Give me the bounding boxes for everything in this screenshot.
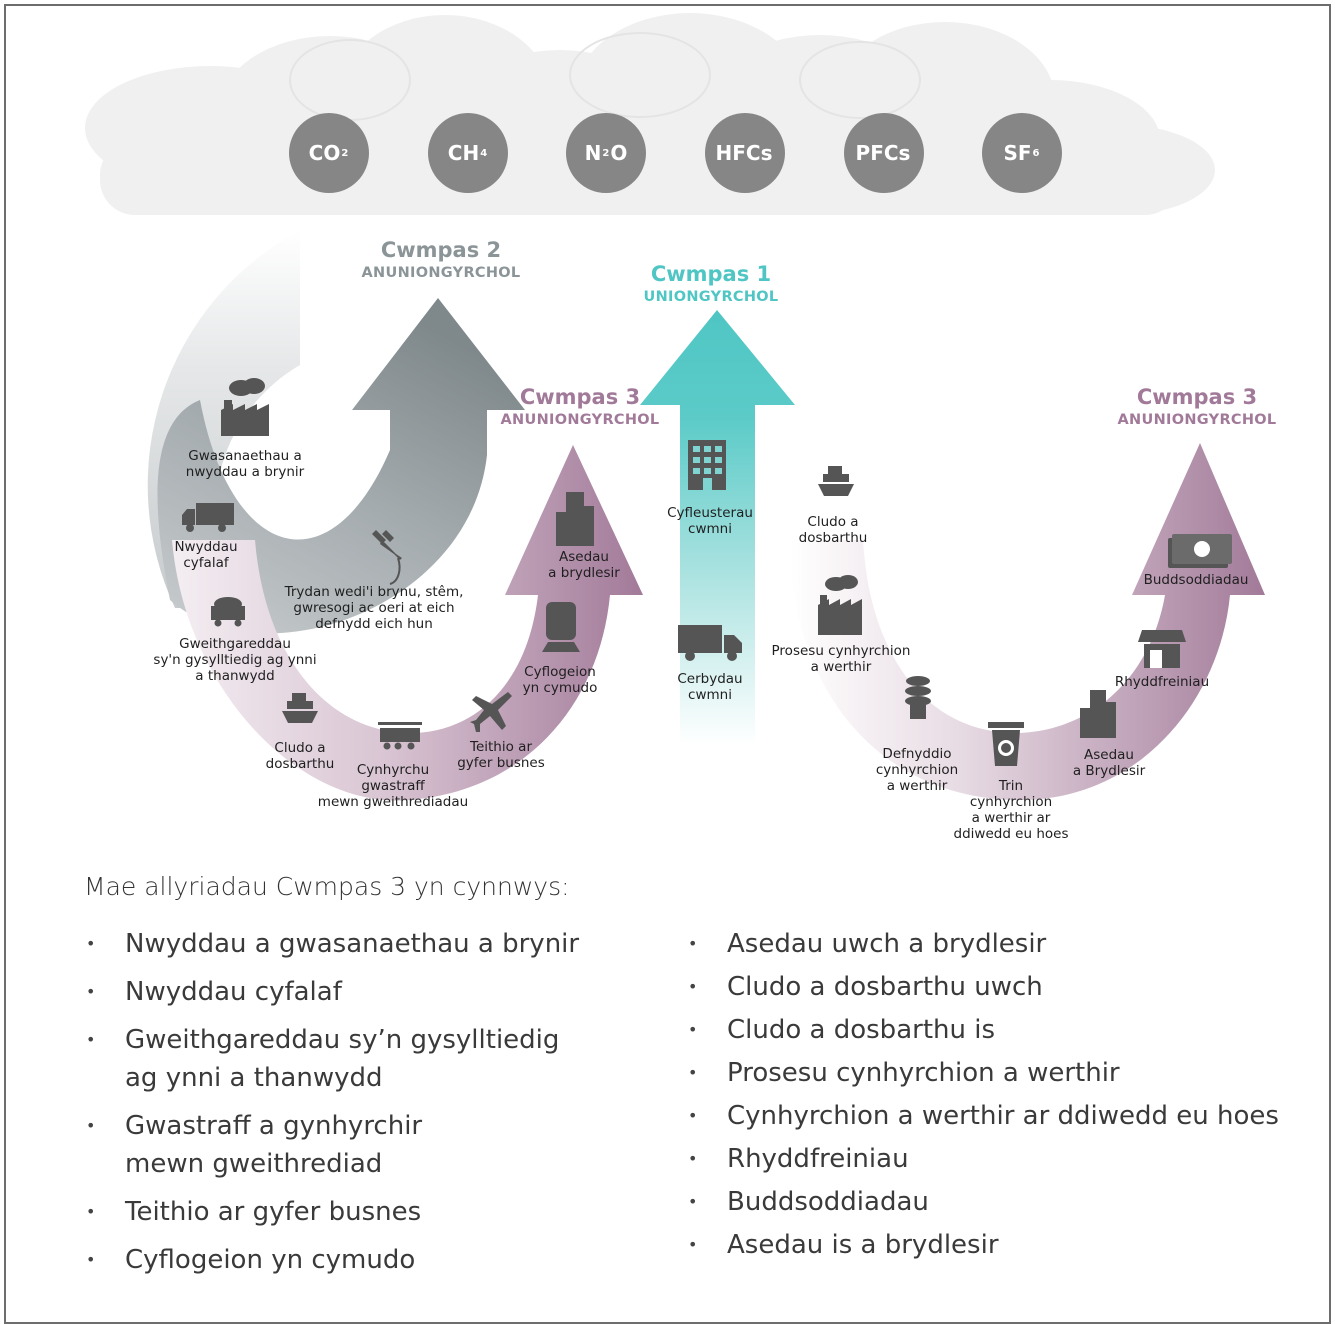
- building-icon-right: [1080, 690, 1116, 738]
- plane-icon: [470, 692, 512, 732]
- scope1-name: Cwmpas 1: [650, 262, 772, 286]
- recycle-bin-icon: [988, 722, 1024, 766]
- list-item-text: Asedau is a brydlesir: [727, 1230, 999, 1260]
- company-truck-icon: [678, 625, 742, 661]
- label-end-of-life: Trin cynhyrchion a werthir ar ddiwedd eu…: [953, 778, 1069, 842]
- list-item: Cyflogeion yn cymudo: [84, 1241, 604, 1279]
- list-item-text: Nwyddau cyfalaf: [125, 977, 342, 1007]
- scope2-title: Cwmpas 2 ANUNIONGYRCHOL: [362, 240, 521, 281]
- label-company-facilities: Cyfleusterau cwmni: [667, 505, 753, 537]
- list-item-text: Cludo a dosbarthu is: [727, 1015, 995, 1045]
- list-item-text: Rhyddfreiniau: [727, 1144, 909, 1174]
- scope3-right-arrow: [790, 443, 1265, 800]
- label-use-of-products: Defnyddio cynhyrchion a werthir: [875, 746, 959, 794]
- label-purchased-goods: Gwasanaethau a nwyddau a brynir: [185, 448, 305, 480]
- lightbulb-icon: [905, 676, 931, 719]
- list-item-text: Cyflogeion yn cymudo: [125, 1245, 416, 1275]
- shop-icon: [1138, 630, 1186, 668]
- scope3-list-right: Asedau uwch a brydlesirCludo a dosbarthu…: [686, 925, 1306, 1269]
- label-electricity: Trydan wedi'i brynu, stêm, gwresogi ac o…: [284, 584, 464, 632]
- scope1-arrow: [640, 310, 795, 745]
- coal-cart-icon: [211, 597, 245, 627]
- label-business-travel: Teithio ar gyfer busnes: [457, 739, 545, 771]
- scope2-sub: ANUNIONGYRCHOL: [361, 265, 521, 281]
- building-icon: [556, 492, 594, 546]
- label-upstream-leased: Asedau a brydlesir: [548, 549, 620, 581]
- gas-hfcs: HFCs: [705, 113, 785, 193]
- office-building-icon: [688, 440, 726, 490]
- label-commuting: Cyflogeion yn cymudo: [522, 664, 598, 696]
- list-item: Nwyddau a gwasanaethau a brynir: [84, 925, 604, 963]
- label-capital-goods: Nwyddau cyfalaf: [174, 539, 238, 571]
- truck-icon: [182, 503, 234, 532]
- list-item-text: Nwyddau a gwasanaethau a brynir: [125, 929, 580, 959]
- label-franchises: Rhyddfreiniau: [1114, 674, 1210, 690]
- list-item: Cludo a dosbarthu is: [686, 1011, 1306, 1049]
- scope3-right-sub: ANUNIONGYRCHOL: [1117, 412, 1277, 428]
- list-title: Mae allyriadau Cwmpas 3 yn cynnwys:: [84, 872, 570, 901]
- label-fuel-energy: Gweithgareddau sy'n gysylltiedig ag ynni…: [153, 636, 317, 684]
- scope1-title: Cwmpas 1 UNIONGYRCHOL: [644, 264, 779, 305]
- scope3-left-title: Cwmpas 3 ANUNIONGYRCHOL: [501, 387, 660, 428]
- list-item: Gweithgareddau sy’n gysylltiedig ag ynni…: [84, 1021, 604, 1097]
- factory-icon: [221, 378, 269, 436]
- list-item: Prosesu cynhyrchion a werthir: [686, 1054, 1306, 1092]
- label-company-vehicles: Cerbydau cwmni: [677, 671, 743, 703]
- scope3-left-sub: ANUNIONGYRCHOL: [500, 412, 660, 428]
- list-item-text: Asedau uwch a brydlesir: [727, 929, 1047, 959]
- label-investments: Buddsoddiadau: [1143, 572, 1249, 588]
- list-item-text: Cludo a dosbarthu uwch: [727, 972, 1043, 1002]
- list-item: Teithio ar gyfer busnes: [84, 1193, 604, 1231]
- label-processing: Prosesu cynhyrchion a werthir: [771, 643, 911, 675]
- label-downstream-transport: Cludo a dosbarthu: [798, 514, 868, 546]
- scope3-right-title: Cwmpas 3 ANUNIONGYRCHOL: [1118, 387, 1277, 428]
- list-item: Asedau uwch a brydlesir: [686, 925, 1306, 963]
- list-item-text: Buddsoddiadau: [727, 1187, 929, 1217]
- gas-pfcs: PFCs: [844, 113, 924, 193]
- plug-icon: [372, 530, 402, 585]
- list-item: Gwastraff a gynhyrchir mewn gweithrediad: [84, 1107, 604, 1183]
- list-item-text: Gweithgareddau sy’n gysylltiedig ag ynni…: [125, 1025, 560, 1093]
- ship-icon-right: [818, 466, 854, 496]
- label-waste: Cynhyrchu gwastraff mewn gweithrediadau: [317, 762, 469, 810]
- scope2-name: Cwmpas 2: [380, 238, 502, 262]
- list-item: Rhyddfreiniau: [686, 1140, 1306, 1178]
- list-item: Nwyddau cyfalaf: [84, 973, 604, 1011]
- cloud-outlines: [289, 32, 921, 121]
- label-downstream-leased: Asedau a Brydlesir: [1072, 747, 1146, 779]
- list-item-text: Prosesu cynhyrchion a werthir: [727, 1058, 1120, 1088]
- money-icon: [1168, 534, 1232, 568]
- list-item-text: Gwastraff a gynhyrchir mewn gweithrediad: [125, 1111, 423, 1179]
- list-item-text: Teithio ar gyfer busnes: [125, 1197, 422, 1227]
- list-item: Asedau is a brydlesir: [686, 1226, 1306, 1264]
- list-item: Cludo a dosbarthu uwch: [686, 968, 1306, 1006]
- list-item: Cynhyrchion a werthir ar ddiwedd eu hoes: [686, 1097, 1306, 1135]
- scope1-sub: UNIONGYRCHOL: [643, 289, 779, 305]
- list-item: Buddsoddiadau: [686, 1183, 1306, 1221]
- label-upstream-transport: Cludo a dosbarthu: [265, 740, 335, 772]
- scope-diagram: [85, 13, 1265, 801]
- scope3-right-name: Cwmpas 3: [1136, 385, 1258, 409]
- factory-icon-right: [818, 575, 862, 635]
- ship-icon: [282, 693, 318, 723]
- waste-cart-icon: [378, 722, 422, 750]
- list-item-text: Cynhyrchion a werthir ar ddiwedd eu hoes: [727, 1101, 1279, 1131]
- scope3-left-name: Cwmpas 3: [519, 385, 641, 409]
- train-icon: [542, 602, 580, 652]
